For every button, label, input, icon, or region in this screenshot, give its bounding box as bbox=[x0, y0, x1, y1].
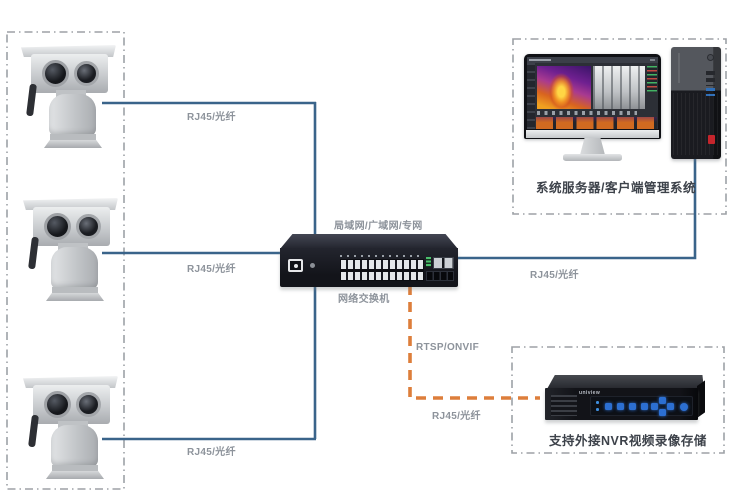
status-led bbox=[596, 408, 599, 411]
camera-pan-tilt-body bbox=[51, 247, 98, 289]
optical-lens-icon bbox=[76, 392, 101, 417]
server-caption: 系统服务器/客户端管理系统 bbox=[536, 181, 696, 195]
camera-pan-tilt-body bbox=[51, 425, 98, 467]
nvr-button-icon bbox=[629, 403, 636, 410]
sfp-slots bbox=[426, 271, 454, 281]
rtsp-onvif-label: RTSP/ONVIF bbox=[416, 342, 480, 353]
thermal-lens-icon bbox=[44, 213, 71, 240]
usb3-ports-icon bbox=[706, 88, 715, 96]
switch-nvr-dashed-line bbox=[408, 285, 540, 400]
uplink-ports bbox=[433, 257, 454, 269]
nvr-caption: 支持外接NVR视频录像存储 bbox=[549, 434, 707, 448]
nvr-button-icon bbox=[617, 403, 624, 410]
monitor-chin bbox=[526, 130, 659, 138]
vent-grille bbox=[551, 395, 577, 416]
nvr-jog-button-icon bbox=[680, 403, 688, 411]
status-panel bbox=[647, 66, 657, 92]
switch-top-panel bbox=[280, 234, 458, 249]
nvr-link-label: RJ45/光纤 bbox=[432, 411, 481, 422]
camera-foot bbox=[46, 471, 104, 479]
optical-lens-icon bbox=[76, 214, 101, 239]
camera-group-border bbox=[6, 31, 125, 490]
switch-front-panel bbox=[280, 248, 458, 287]
nav-up-button-icon bbox=[659, 397, 666, 404]
nvr-button-icon bbox=[641, 403, 648, 410]
thermal-camera-2 bbox=[22, 195, 120, 303]
camera-foot bbox=[46, 293, 104, 301]
camera-pan-tilt-body bbox=[49, 94, 96, 136]
camera3-link-label: RJ45/光纤 bbox=[187, 447, 236, 458]
software-toolbar bbox=[537, 111, 637, 115]
network-switch bbox=[280, 234, 458, 296]
power-inlet-icon bbox=[288, 259, 303, 272]
nvr-button-icon bbox=[605, 403, 612, 410]
brand-badge bbox=[708, 135, 715, 144]
thermal-lens-icon bbox=[44, 391, 71, 418]
usb-ports-icon bbox=[706, 71, 715, 86]
management-monitor bbox=[524, 54, 661, 168]
camera-base bbox=[52, 465, 98, 472]
camera-neck bbox=[58, 421, 88, 428]
thermal-camera-3 bbox=[22, 373, 120, 481]
nvr-brand-label: uniview bbox=[579, 390, 601, 396]
monitor-base bbox=[563, 154, 622, 161]
nav-down-button-icon bbox=[659, 409, 666, 416]
camera1-link-label: RJ45/光纤 bbox=[187, 112, 236, 123]
camera-cable bbox=[26, 83, 37, 117]
reset-button-icon bbox=[310, 263, 315, 268]
camera-cable bbox=[28, 414, 39, 448]
camera-housing bbox=[31, 54, 108, 93]
nvr-recorder: uniview bbox=[545, 375, 705, 425]
nvr-top-panel bbox=[547, 375, 704, 389]
camera2-link-label: RJ45/光纤 bbox=[187, 264, 236, 275]
thermal-video-pane bbox=[537, 66, 591, 109]
switch-name-label: 网络交换机 bbox=[338, 294, 390, 305]
nvr-button-panel bbox=[590, 396, 693, 416]
nav-left-button-icon bbox=[651, 403, 658, 410]
monitor-stand bbox=[580, 138, 605, 155]
camera-neck bbox=[56, 90, 86, 97]
software-sidebar bbox=[527, 63, 535, 129]
thermal-software-ui bbox=[527, 57, 658, 129]
status-led bbox=[596, 401, 599, 404]
switch-server-line bbox=[456, 157, 697, 260]
camera-base bbox=[52, 287, 98, 294]
camera-cable bbox=[28, 236, 39, 270]
server-group-border bbox=[512, 38, 727, 215]
visible-video-pane bbox=[593, 66, 645, 109]
optical-lens-icon bbox=[74, 61, 99, 86]
nvr-side-panel bbox=[697, 380, 705, 418]
camera-base bbox=[50, 134, 96, 141]
software-titlebar bbox=[527, 57, 658, 63]
server-tower bbox=[671, 47, 721, 159]
nvr-front-panel: uniview bbox=[545, 388, 698, 420]
nvr-group-border bbox=[511, 346, 725, 454]
camera-neck bbox=[58, 243, 88, 250]
thumbnail-strip bbox=[536, 117, 657, 129]
port-label-strip bbox=[340, 255, 422, 257]
port-leds bbox=[426, 257, 431, 267]
camera-foot bbox=[44, 140, 102, 148]
camera-housing bbox=[33, 207, 110, 246]
camera-housing bbox=[33, 385, 110, 424]
rj45-port-block bbox=[340, 259, 424, 281]
thermal-camera-1 bbox=[20, 42, 118, 150]
power-button-icon bbox=[707, 54, 714, 61]
thermal-lens-icon bbox=[42, 60, 69, 87]
nav-right-button-icon bbox=[667, 403, 674, 410]
network-zone-label: 局域网/广域网/专网 bbox=[334, 221, 423, 232]
server-link-label: RJ45/光纤 bbox=[530, 270, 579, 281]
monitor-screen bbox=[524, 54, 661, 139]
